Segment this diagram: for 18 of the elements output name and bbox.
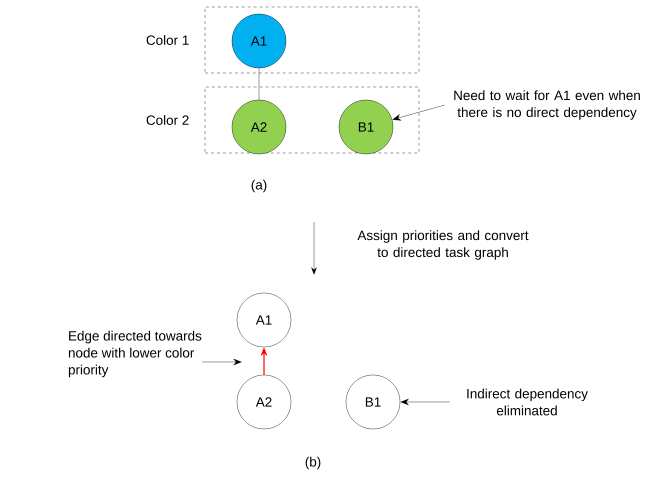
circle-node: A2	[232, 100, 286, 154]
annotation-text: Need to wait for A1 even when there is no direct dependency	[454, 90, 640, 120]
circle-node: A1	[232, 14, 286, 68]
caption-label: (a)	[252, 180, 266, 192]
circle-node: B1	[338, 100, 394, 154]
connector-line	[258, 68, 260, 100]
annotation-text: Edge directed towards node with lower color priority	[68, 330, 202, 378]
step-text: Assign priorities and convert to directed task graph	[357, 230, 528, 260]
node-label: Color 2	[146, 115, 189, 125]
circle-node: B1	[346, 374, 400, 430]
circle-node: A2	[236, 374, 292, 430]
node-label: Color 1	[146, 35, 189, 45]
arrow	[400, 398, 450, 406]
arrow	[392, 104, 445, 121]
caption-label: (b)	[306, 456, 320, 470]
circle-node: A1	[236, 292, 292, 348]
annotation-text: Indirect dependency eliminated	[467, 388, 588, 416]
arrow	[202, 358, 242, 366]
